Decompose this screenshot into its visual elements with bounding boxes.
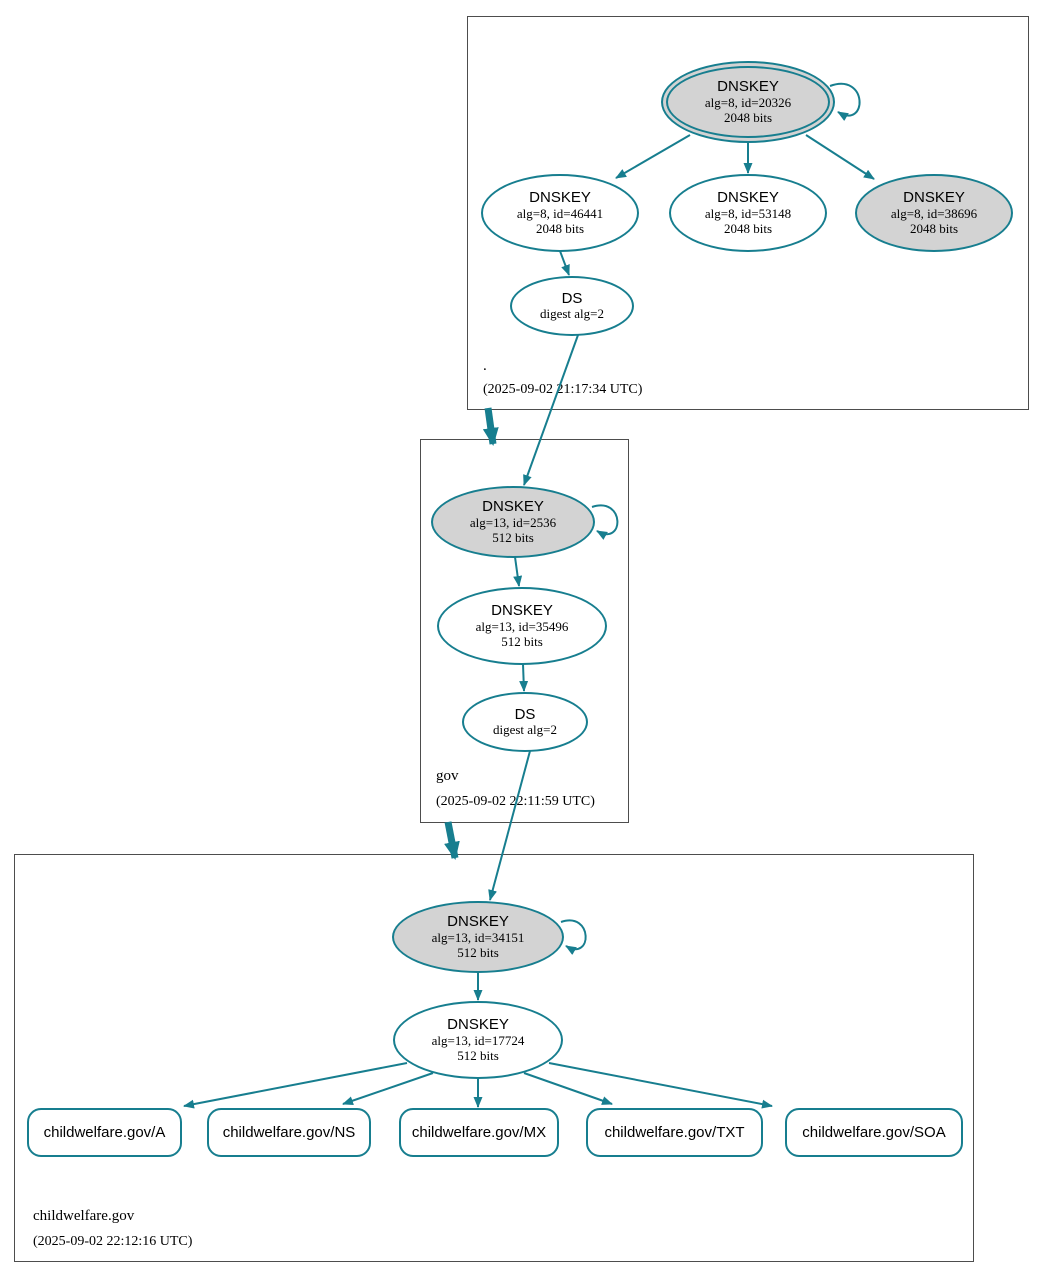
self-loop-root-ksk (829, 82, 861, 121)
rrset-label: childwelfare.gov/MX (411, 1124, 547, 1141)
zone-box-gov (420, 439, 629, 823)
zone-timestamp-childwelfare: (2025-09-02 22:12:16 UTC) (33, 1234, 193, 1249)
node-title: DNSKEY (903, 189, 965, 207)
zone-name-gov: gov (436, 768, 459, 784)
node-gov-ds[interactable]: DS digest alg=2 (462, 692, 588, 752)
node-digest: digest alg=2 (539, 306, 605, 322)
node-title: DNSKEY (447, 913, 509, 931)
zone-timestamp-root: (2025-09-02 21:17:34 UTC) (483, 382, 643, 397)
zone-name-childwelfare: childwelfare.gov (33, 1208, 135, 1224)
zone-name-root: . (483, 358, 487, 374)
node-rrset-childwelfare-ns[interactable]: childwelfare.gov/NS (207, 1108, 371, 1157)
rrset-label: childwelfare.gov/A (43, 1124, 166, 1141)
self-loop-gov-ksk (591, 504, 619, 540)
node-digest: digest alg=2 (492, 722, 558, 738)
zone-box-childwelfare (14, 854, 974, 1262)
node-title: DNSKEY (717, 189, 779, 207)
node-alg-id: alg=8, id=38696 (890, 205, 978, 221)
node-rrset-childwelfare-txt[interactable]: childwelfare.gov/TXT (586, 1108, 763, 1157)
edge-gov-ksk-to-zsk (513, 556, 523, 587)
node-bits: 512 bits (457, 1047, 499, 1063)
node-bits: 2048 bits (723, 220, 773, 236)
edge-gov-ds-to-childwelfare-ksk (488, 750, 531, 901)
delegation-arrow-root-to-gov (482, 407, 499, 446)
node-bits: 512 bits (501, 633, 543, 649)
node-alg-id: alg=13, id=34151 (431, 929, 525, 945)
node-gov-ksk-dnskey-2536[interactable]: DNSKEY alg=13, id=2536 512 bits (431, 486, 595, 558)
node-root-dnskey-53148[interactable]: DNSKEY alg=8, id=53148 2048 bits (669, 174, 827, 252)
node-alg-id: alg=13, id=35496 (475, 618, 569, 634)
node-title: DNSKEY (447, 1016, 509, 1034)
node-bits: 2048 bits (909, 220, 959, 236)
delegation-arrow-gov-to-childwelfare (444, 821, 460, 860)
node-root-ksk-dnskey-20326[interactable]: DNSKEY alg=8, id=20326 2048 bits (661, 61, 835, 143)
edge-root-ds-to-gov-ksk (523, 334, 579, 486)
edge-root-ksk-to-key38696 (805, 134, 875, 180)
node-title: DS (514, 705, 536, 723)
node-root-ds[interactable]: DS digest alg=2 (510, 276, 634, 336)
node-bits: 512 bits (457, 944, 499, 960)
node-alg-id: alg=8, id=20326 (704, 94, 792, 110)
node-title: DNSKEY (491, 602, 553, 620)
node-rrset-childwelfare-mx[interactable]: childwelfare.gov/MX (399, 1108, 559, 1157)
zone-box-root (467, 16, 1029, 410)
node-title: DS (561, 289, 583, 307)
node-alg-id: alg=8, id=46441 (516, 205, 604, 221)
node-rrset-childwelfare-soa[interactable]: childwelfare.gov/SOA (785, 1108, 963, 1157)
node-alg-id: alg=13, id=2536 (469, 514, 557, 530)
node-bits: 2048 bits (723, 109, 773, 125)
node-title: DNSKEY (482, 498, 544, 516)
node-gov-dnskey-35496[interactable]: DNSKEY alg=13, id=35496 512 bits (437, 587, 607, 665)
edge-zsk-to-rrset-txt (523, 1072, 613, 1105)
edge-root-ksk-to-zsk46441 (615, 134, 691, 179)
node-title: DNSKEY (529, 189, 591, 207)
node-bits: 2048 bits (535, 220, 585, 236)
edge-zsk-to-rrset-soa (548, 1062, 773, 1109)
edge-gov-zsk-to-ds (519, 663, 529, 692)
node-childwelfare-dnskey-17724[interactable]: DNSKEY alg=13, id=17724 512 bits (393, 1001, 563, 1079)
node-bits: 512 bits (492, 529, 534, 545)
node-alg-id: alg=8, id=53148 (704, 205, 792, 221)
edge-zsk-to-rrset-ns (342, 1072, 434, 1105)
edge-zsk-to-rrset-a (183, 1062, 408, 1109)
node-rrset-childwelfare-a[interactable]: childwelfare.gov/A (27, 1108, 182, 1157)
rrset-label: childwelfare.gov/NS (222, 1124, 356, 1141)
self-loop-childwelfare-ksk (560, 919, 587, 955)
node-root-dnskey-38696[interactable]: DNSKEY alg=8, id=38696 2048 bits (855, 174, 1013, 252)
node-title: DNSKEY (717, 78, 779, 96)
rrset-label: childwelfare.gov/SOA (802, 1124, 946, 1141)
node-childwelfare-ksk-dnskey-34151[interactable]: DNSKEY alg=13, id=34151 512 bits (392, 901, 564, 973)
edge-zsk46441-to-ds (559, 250, 570, 276)
rrset-label: childwelfare.gov/TXT (604, 1124, 745, 1141)
node-root-dnskey-46441[interactable]: DNSKEY alg=8, id=46441 2048 bits (481, 174, 639, 252)
node-alg-id: alg=13, id=17724 (431, 1032, 525, 1048)
